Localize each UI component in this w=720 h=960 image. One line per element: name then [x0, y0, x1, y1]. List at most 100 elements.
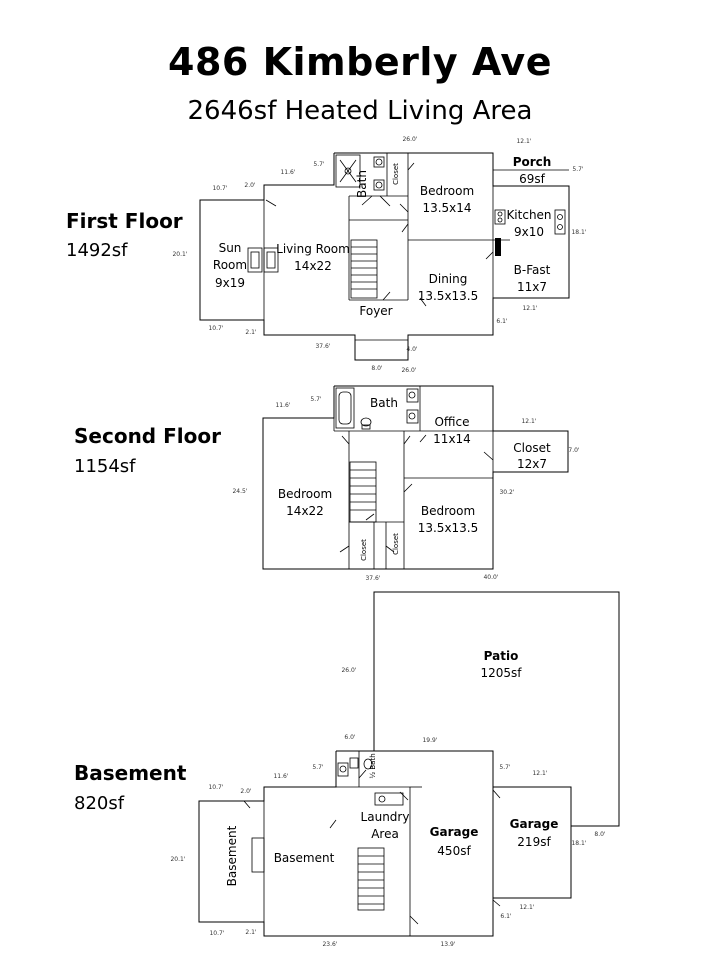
sun-room-label-1: Sun [219, 241, 242, 255]
foyer-label: Foyer [359, 304, 392, 318]
dim: 26.0' [402, 136, 417, 143]
porch-label: Porch [513, 155, 552, 169]
second-closet-size: 12x7 [517, 457, 547, 471]
second-floor-area: 1154sf [74, 456, 136, 477]
dim: 12.1' [519, 904, 534, 911]
dim: 12.1' [516, 138, 531, 145]
porch-size: 69sf [519, 172, 546, 186]
patio-label: Patio [484, 649, 519, 663]
second-closet-label: Closet [513, 441, 551, 455]
second-bedroom-1-size: 14x22 [286, 504, 324, 518]
dim: 10.7' [212, 185, 227, 192]
basement-stairs [357, 847, 385, 911]
dim: 6.1' [496, 318, 508, 325]
basement-floor-label: Basement [74, 761, 187, 785]
patio-size: 1205sf [480, 666, 522, 680]
half-bath-label: ½ Bath [369, 753, 377, 778]
laundry-label-1: Laundry [361, 810, 410, 824]
garage-2-label: Garage [510, 817, 559, 831]
basement-floor-area: 820sf [74, 793, 125, 814]
dim: 30.2' [499, 489, 514, 496]
dim: 18.1' [571, 840, 586, 847]
dim: 11.6' [275, 402, 290, 409]
dim: 6.1' [500, 913, 512, 920]
first-stairs [350, 239, 378, 299]
garage-2-size: 219sf [517, 835, 551, 849]
dim: 23.6' [322, 941, 337, 948]
dim: 5.7' [499, 764, 511, 771]
kitchen-size: 9x10 [514, 225, 544, 239]
first-bedroom-size: 13.5x14 [422, 201, 471, 215]
dim: 40.0' [483, 574, 498, 581]
dim: 5.7' [313, 161, 325, 168]
first-bathtub [335, 154, 361, 188]
dim: 8.0' [594, 831, 606, 838]
laundry-label-2: Area [371, 827, 399, 841]
dim: 26.0' [401, 367, 416, 374]
second-closet-a-label: Closet [360, 539, 368, 561]
dim: 18.1' [571, 229, 586, 236]
second-bathtub [335, 387, 355, 429]
dim: 20.1' [170, 856, 185, 863]
second-bedroom-2-size: 13.5x13.5 [418, 521, 479, 535]
living-room-label: Living Room [276, 242, 350, 256]
dim: 2.0' [240, 788, 252, 795]
dim: 5.7' [312, 764, 324, 771]
first-bath-label: Bath [355, 170, 369, 198]
first-floor-area: 1492sf [66, 240, 128, 261]
bfast-size: 11x7 [517, 280, 547, 294]
second-floor-label: Second Floor [74, 424, 221, 448]
dim: 12.1' [521, 418, 536, 425]
dim: 10.7' [208, 784, 223, 791]
first-floor-label: First Floor [66, 209, 183, 233]
second-bath-label: Bath [370, 396, 398, 410]
garage-2-outline [493, 786, 572, 899]
dim: 37.6' [365, 575, 380, 582]
dim: 11.6' [273, 773, 288, 780]
plan-subtitle: 2646sf Heated Living Area [187, 96, 533, 126]
dim: 26.0' [341, 667, 356, 674]
dining-size: 13.5x13.5 [418, 289, 479, 303]
garage-1-size: 450sf [437, 844, 471, 858]
dim: 12.1' [532, 770, 547, 777]
dim: 2.0' [244, 182, 256, 189]
basement-main-label: Basement [274, 851, 335, 865]
dim: 8.0' [371, 365, 383, 372]
first-bedroom-label: Bedroom [420, 184, 474, 198]
first-floor-plan: Bath Closet Bedroom 13.5x14 Porch 69sf K… [172, 136, 586, 374]
second-bedroom-2-label: Bedroom [421, 504, 475, 518]
second-floor-outer-wall [262, 385, 569, 570]
basement-side-label: Basement [225, 825, 239, 886]
dim: 20.1' [172, 251, 187, 258]
dim: 2.1' [245, 329, 257, 336]
second-stairs [349, 461, 377, 523]
patio-outline [373, 591, 620, 827]
bfast-label: B-Fast [514, 263, 551, 277]
dim: 37.6' [315, 343, 330, 350]
dim: 13.9' [440, 941, 455, 948]
dim: 19.9' [422, 737, 437, 744]
basement-plan: Patio 1205sf ½ Bath Laundry Area Garage … [170, 591, 620, 948]
dim: 10.7' [209, 930, 224, 937]
dim: 5.7' [310, 396, 322, 403]
second-floor-plan: Bath Office 11x14 Closet 12x7 Bedroom 14… [232, 385, 580, 582]
second-bedroom-1-label: Bedroom [278, 487, 332, 501]
dining-label: Dining [429, 272, 468, 286]
dim: 12.1' [522, 305, 537, 312]
kitchen-label: Kitchen [506, 208, 551, 222]
dim: 24.5' [232, 488, 247, 495]
second-closet-b-label: Closet [392, 533, 400, 555]
dim: 2.1' [245, 929, 257, 936]
living-room-size: 14x22 [294, 259, 332, 273]
garage-1-label: Garage [430, 825, 479, 839]
dim: 4.0' [406, 346, 418, 353]
plan-title: 486 Kimberly Ave [168, 40, 552, 84]
office-size: 11x14 [433, 432, 471, 446]
dim: 10.7' [208, 325, 223, 332]
dim: 6.0' [344, 734, 356, 741]
sun-room-size: 9x19 [215, 276, 245, 290]
dim: 11.6' [280, 169, 295, 176]
basement-outer-wall [198, 750, 494, 937]
dim: 5.7' [572, 166, 584, 173]
